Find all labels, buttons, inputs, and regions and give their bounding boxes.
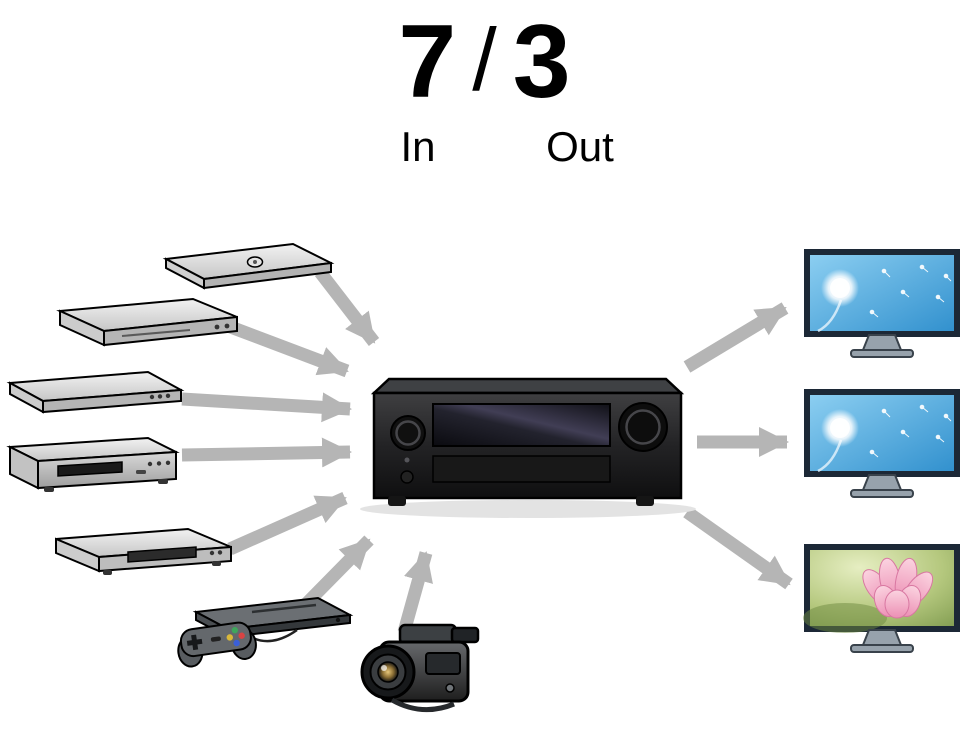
av-receiver-icon: [360, 377, 696, 518]
tv-dandelion-icon: [804, 249, 960, 358]
game-console-icon: [177, 596, 354, 668]
output-count: 3: [512, 4, 571, 120]
gamepad-icon: [177, 621, 257, 668]
receiver-power-button: [400, 470, 414, 484]
tv-lotus-icon: [803, 544, 960, 653]
media-player-icon: [55, 527, 232, 575]
arrow-input-1: [314, 268, 380, 346]
arrow-input-4: [181, 437, 352, 468]
input-count: 7: [398, 4, 457, 120]
out-label: Out: [546, 123, 614, 170]
separator: /: [472, 10, 497, 109]
blu-ray-player-icon: [56, 297, 238, 347]
camcorder-icon: [360, 623, 480, 713]
arrow-input-6: [301, 535, 374, 609]
cd-player-icon: [6, 436, 180, 492]
input-arrows: [181, 268, 433, 634]
arrow-input-5: [227, 492, 348, 555]
receiver-display: [432, 403, 611, 447]
slim-disc-player-icon: [162, 242, 335, 290]
in-label: In: [400, 123, 436, 170]
arrow-input-3: [181, 392, 352, 423]
receiver-lower-panel: [432, 455, 611, 483]
arrow-input-7: [397, 551, 433, 634]
dvd-player-icon: [6, 370, 185, 414]
output-arrows: [683, 302, 793, 590]
arrow-output-1: [683, 302, 789, 373]
tv-dandelion-icon-2: [807, 392, 957, 497]
title: 7/3: [0, 10, 969, 114]
arrow-output-3: [683, 506, 793, 590]
arrow-input-2: [225, 319, 350, 378]
